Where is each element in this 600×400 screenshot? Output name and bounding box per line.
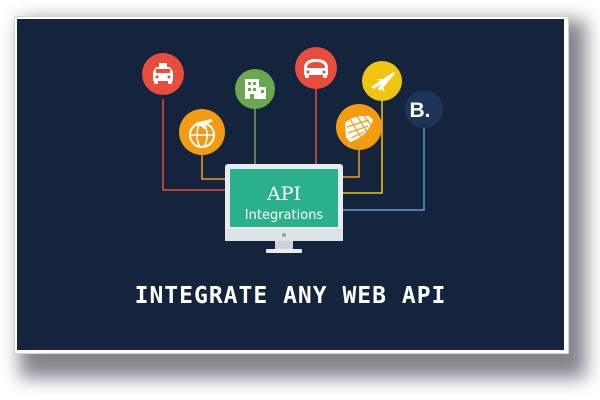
screen-title: API [266, 183, 301, 205]
airplane-globe-connector [201, 153, 228, 180]
booking-connector [340, 128, 425, 211]
taxi-connector [162, 99, 228, 191]
integration-diagram: B. API Integrations [142, 47, 443, 253]
banner: B. API Integrations INTEGRATE ANY WEB AP… [17, 19, 564, 350]
monitor-screen [230, 169, 338, 227]
hotel-building-icon [235, 69, 275, 109]
screen-subtitle: Integrations [245, 208, 324, 223]
booking-icon: B. [405, 90, 443, 128]
airplane-icon [362, 61, 402, 101]
brand-letter: B. [410, 99, 431, 122]
airplane-globe-icon [179, 109, 225, 155]
globe-grid-connector [340, 147, 360, 178]
connection-lines [162, 83, 425, 211]
car-front-icon [295, 47, 337, 89]
airplane-connector [340, 101, 383, 194]
monitor [225, 164, 343, 253]
headline: INTEGRATE ANY WEB API [134, 283, 447, 309]
taxi-icon [142, 53, 184, 95]
globe-grid-icon [336, 104, 382, 150]
